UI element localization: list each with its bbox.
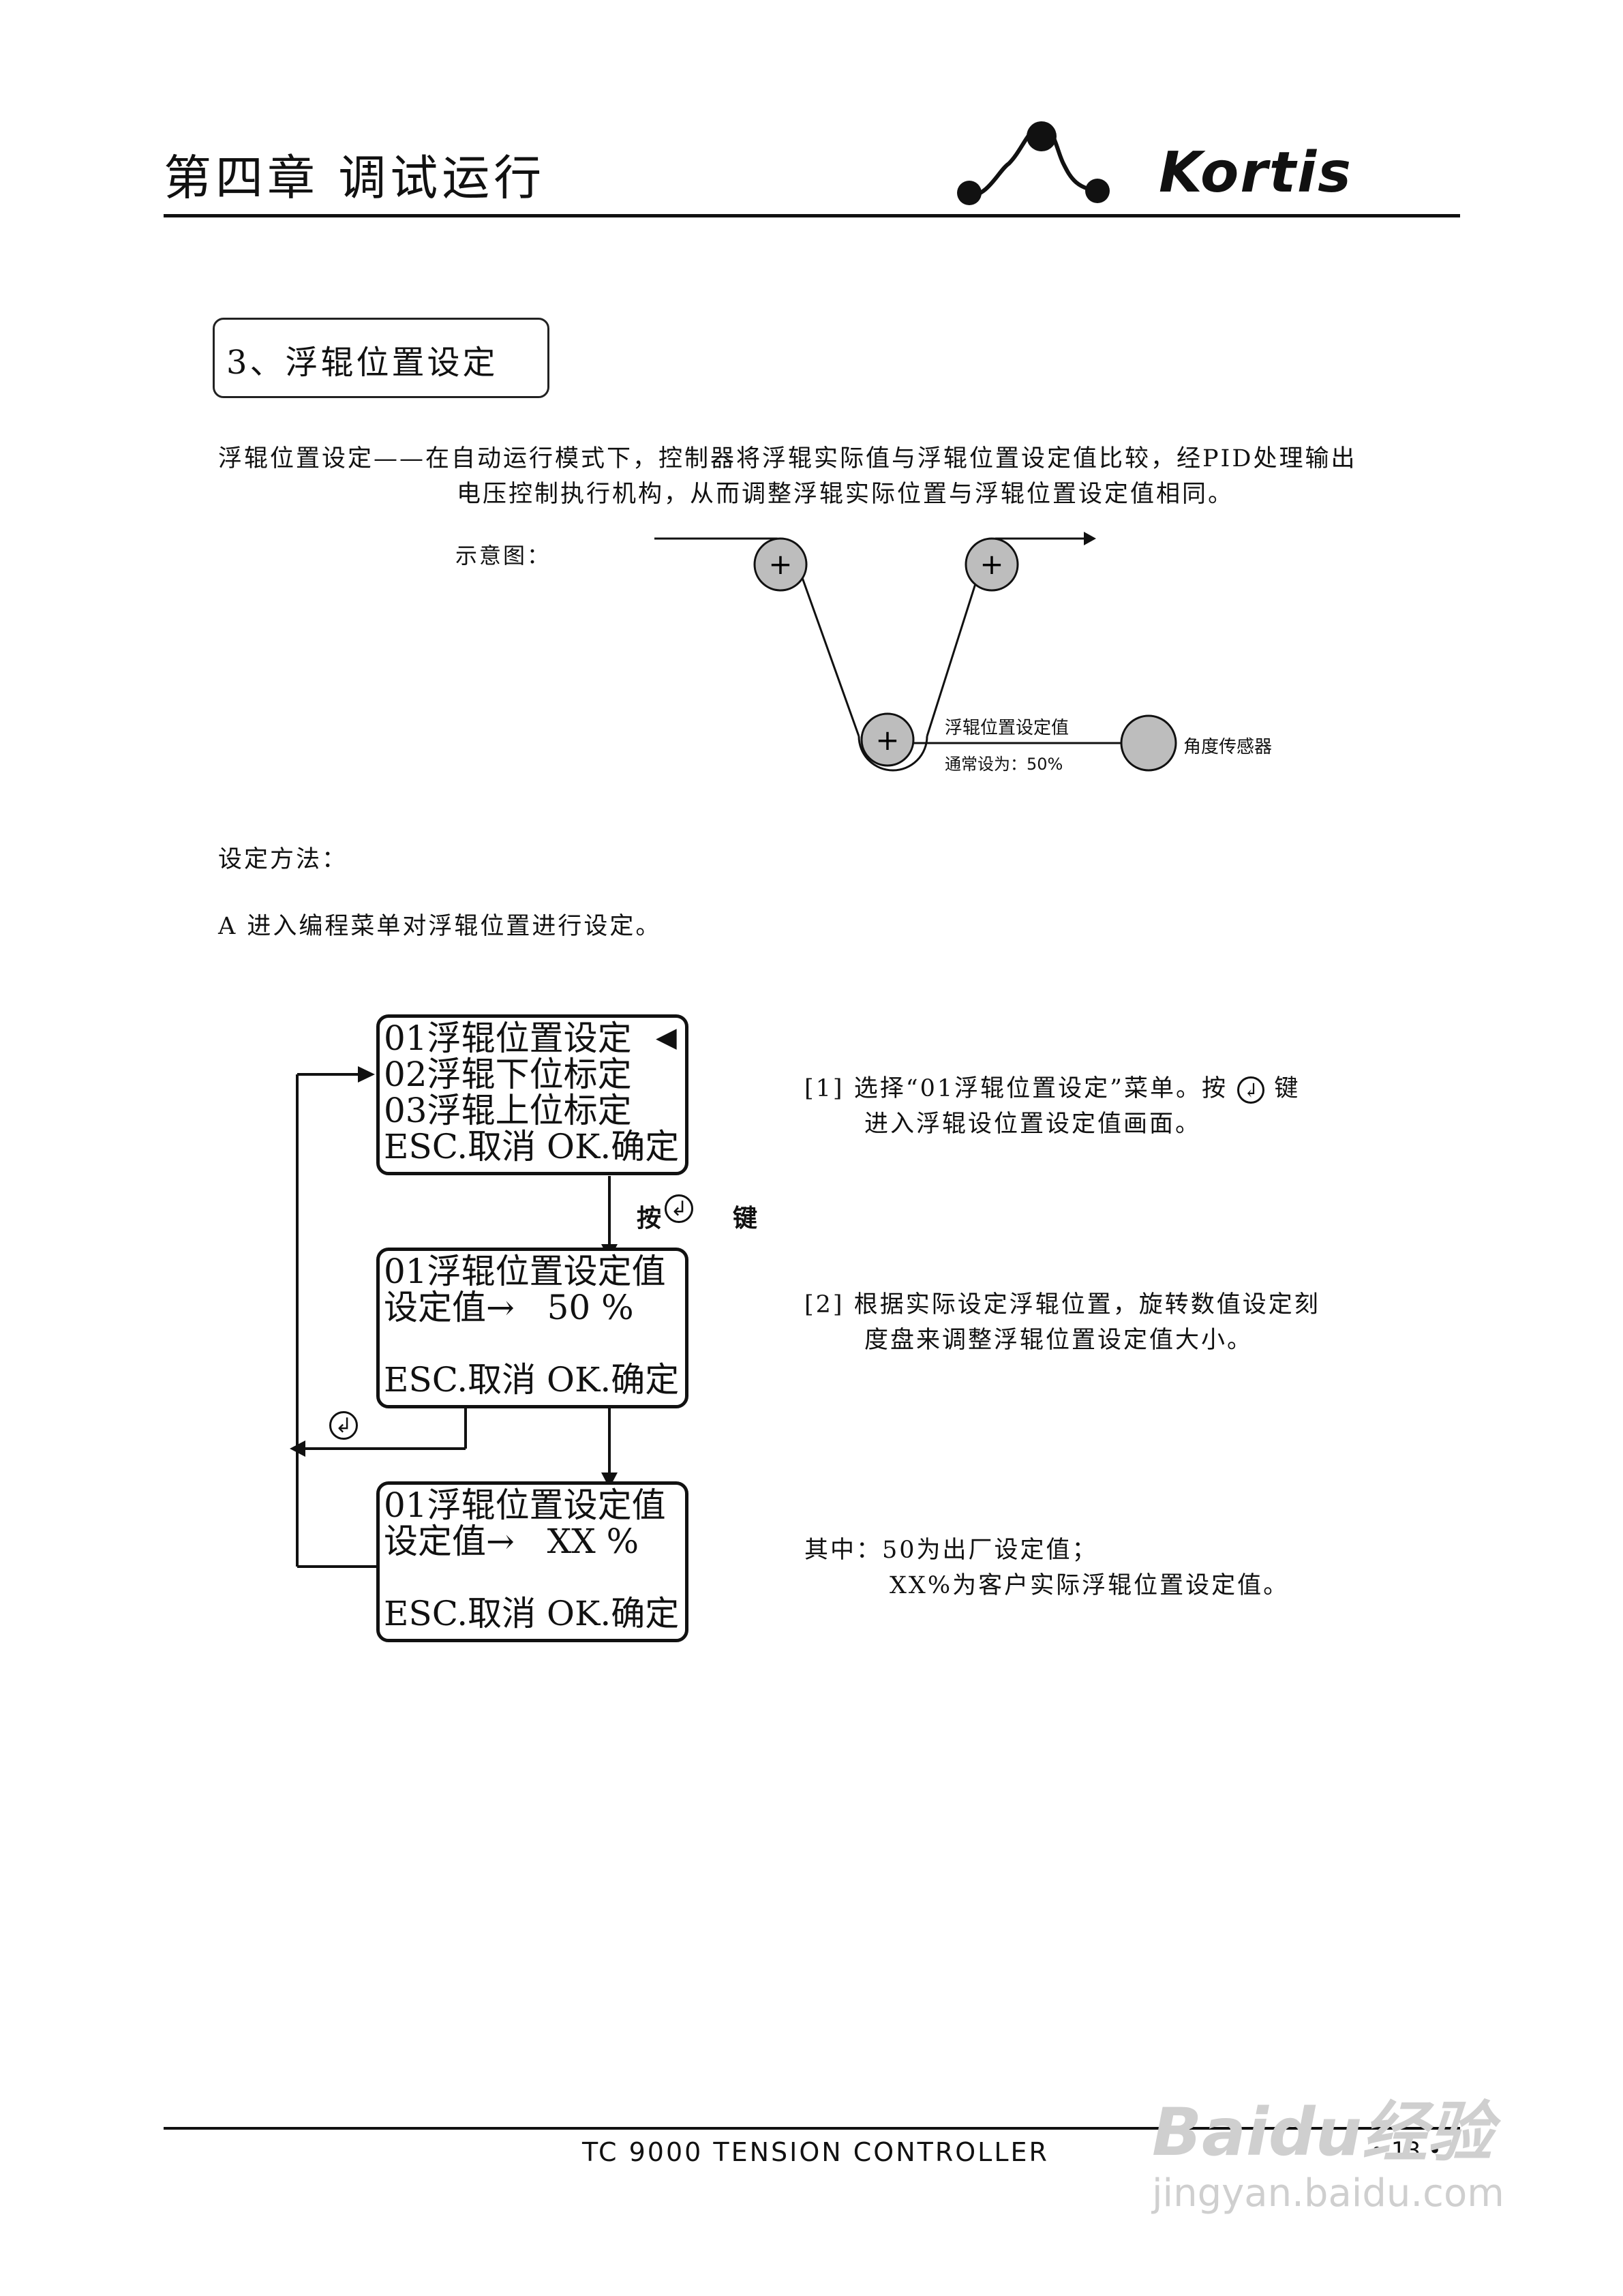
lcd-line: 01浮辊位置设定值	[384, 1485, 666, 1525]
lcd-line: 01浮辊位置设定值	[384, 1252, 666, 1291]
note-1-line-1: [1] 选择“01浮辊位置设定”菜单。按 ↲ 键	[804, 1069, 1300, 1104]
section-box	[213, 318, 549, 398]
roller-diagram: + + +	[654, 532, 1177, 772]
lcd-line: ESC.取消 OK.确定	[384, 1594, 680, 1633]
intro-line-2: 电压控制执行机构，从而调整浮辊实际位置与浮辊位置设定值相同。	[457, 481, 1234, 508]
lcd-line: 01浮辊位置设定	[384, 1018, 632, 1058]
logo-mark	[957, 121, 1110, 205]
footer-rule	[164, 2127, 1460, 2130]
note-1-key: 键	[1274, 1075, 1301, 1102]
note-2-line-2: 度盘来调整浮辊位置设定值大小。	[864, 1327, 1254, 1354]
logo-text: Kortis	[1159, 140, 1352, 205]
angle-sensor-label: 角度传感器	[1183, 737, 1273, 757]
lcd-screen-customer-value: 01浮辊位置设定值 设定值→ XX % ESC.取消 OK.确定	[376, 1481, 688, 1642]
chapter-title: 第四章 调试运行	[164, 150, 546, 206]
press-label: 按	[637, 1205, 662, 1233]
lcd-line: 02浮辊下位标定	[384, 1055, 632, 1094]
svg-text:+: +	[875, 723, 899, 757]
note-3-line-1: 其中：50为出厂设定值；	[804, 1537, 1098, 1564]
roller-top-left: +	[753, 537, 808, 592]
method-step-a: A 进入编程菜单对浮辊位置进行设定。	[218, 913, 662, 940]
note-2-line-1: [2] 根据实际设定浮辊位置，旋转数值设定刻	[804, 1291, 1320, 1318]
dancer-setpoint-label: 浮辊位置设定值	[945, 718, 1070, 738]
enter-key-icon: ↲	[665, 1194, 693, 1223]
method-title: 设定方法：	[218, 846, 348, 873]
lcd-line: 03浮辊上位标定	[384, 1091, 632, 1130]
lcd-line: 设定值→ XX %	[384, 1522, 639, 1561]
note-3-line-2: XX%为客户实际浮辊位置设定值。	[890, 1572, 1290, 1599]
page-number: • 13 •	[1370, 2137, 1442, 2164]
section-title: 3、浮辊位置设定	[226, 344, 498, 382]
enter-key-icon: ↲	[329, 1411, 358, 1440]
enter-key-icon: ↲	[1237, 1076, 1265, 1104]
diagram-label: 示意图：	[455, 543, 551, 569]
note-1-text: [1] 选择“01浮辊位置设定”菜单。按	[804, 1075, 1228, 1102]
lcd-line: 设定值→ 50 %	[384, 1288, 634, 1327]
flow-arrows	[290, 1066, 618, 1568]
angle-sensor	[1120, 714, 1177, 772]
key-label: 键	[733, 1205, 758, 1233]
cursor-icon: ◀	[656, 1022, 677, 1053]
dancer-roller: +	[860, 712, 915, 767]
watermark-logo: Baidu经验	[1152, 2094, 1493, 2171]
note-1-line-2: 进入浮辊设位置设定值画面。	[864, 1111, 1202, 1138]
svg-text:+: +	[768, 547, 792, 581]
watermark-url: jingyan.baidu.com	[1152, 2171, 1504, 2216]
intro-line-1: 浮辊位置设定——在自动运行模式下，控制器将浮辊实际值与浮辊位置设定值比较，经PI…	[218, 445, 1357, 472]
lcd-screen-menu: 01浮辊位置设定 ◀ 02浮辊下位标定 03浮辊上位标定 ESC.取消 OK.确…	[376, 1014, 688, 1175]
header-rule	[164, 214, 1460, 217]
lcd-line: ESC.取消 OK.确定	[384, 1127, 680, 1166]
lcd-screen-setpoint: 01浮辊位置设定值 设定值→ 50 % ESC.取消 OK.确定	[376, 1248, 688, 1408]
dancer-setpoint-note: 通常设为：50%	[945, 755, 1063, 774]
footer-title: TC 9000 TENSION CONTROLLER	[582, 2137, 1049, 2167]
lcd-line: ESC.取消 OK.确定	[384, 1360, 680, 1400]
svg-text:+: +	[980, 547, 1003, 581]
roller-top-right: +	[965, 537, 1019, 592]
